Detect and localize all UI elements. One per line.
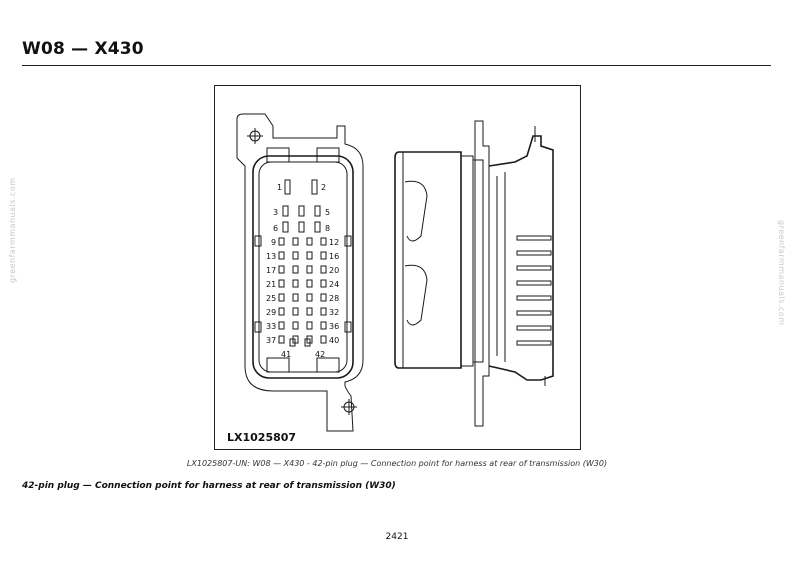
pin-label-21: 21 xyxy=(266,280,276,289)
pin-label-24: 24 xyxy=(329,280,339,289)
pin-label-36: 36 xyxy=(329,322,339,331)
wire-exit-slots xyxy=(516,235,552,346)
pin-label-42: 42 xyxy=(315,350,325,359)
pin-label-41: 41 xyxy=(281,350,291,359)
pin-label-16: 16 xyxy=(329,252,339,261)
pin-label-13: 13 xyxy=(266,252,276,261)
pin-label-9: 9 xyxy=(271,238,276,247)
connector-front-view: 1 2 3 5 6 8 9 12 13 16 17 20 21 24 25 28… xyxy=(236,113,364,432)
pin-label-29: 29 xyxy=(266,308,276,317)
watermark-left: greenfarmmanuals.com xyxy=(8,177,17,283)
pin-label-40: 40 xyxy=(329,336,339,345)
pin-label-2: 2 xyxy=(321,183,326,192)
page-number: 2421 xyxy=(385,532,409,542)
pin-label-33: 33 xyxy=(266,322,276,331)
pin-label-12: 12 xyxy=(329,238,339,247)
pin-label-25: 25 xyxy=(266,294,276,303)
pin-cavities-upper xyxy=(282,205,321,233)
pin-label-17: 17 xyxy=(266,266,276,275)
section-subtitle: 42-pin plug — Connection point for harne… xyxy=(22,481,396,491)
connector-side-view xyxy=(394,120,554,427)
pin-label-5: 5 xyxy=(325,208,330,217)
connector-drawing: 1 2 3 5 6 8 9 12 13 16 17 20 21 24 25 28… xyxy=(236,113,554,432)
figure-caption: LX1025807-UN: W08 — X430 - 42-pin plug —… xyxy=(186,459,608,468)
title-divider xyxy=(22,65,771,66)
pin-label-6: 6 xyxy=(273,224,278,233)
watermark-right: greenfarmmanuals.com xyxy=(777,220,786,326)
connector-figure: 1 2 3 5 6 8 9 12 13 16 17 20 21 24 25 28… xyxy=(214,85,581,450)
pin-label-20: 20 xyxy=(329,266,339,275)
pin-label-28: 28 xyxy=(329,294,339,303)
figure-id-label: LX1025807 xyxy=(227,431,297,444)
page-title: W08 — X430 xyxy=(22,39,144,59)
pin-label-1: 1 xyxy=(277,183,282,192)
pin-cavities-grid xyxy=(278,237,327,344)
pin-label-37: 37 xyxy=(266,336,276,345)
pin-label-32: 32 xyxy=(329,308,339,317)
pin-label-3: 3 xyxy=(273,208,278,217)
pin-label-8: 8 xyxy=(325,224,330,233)
